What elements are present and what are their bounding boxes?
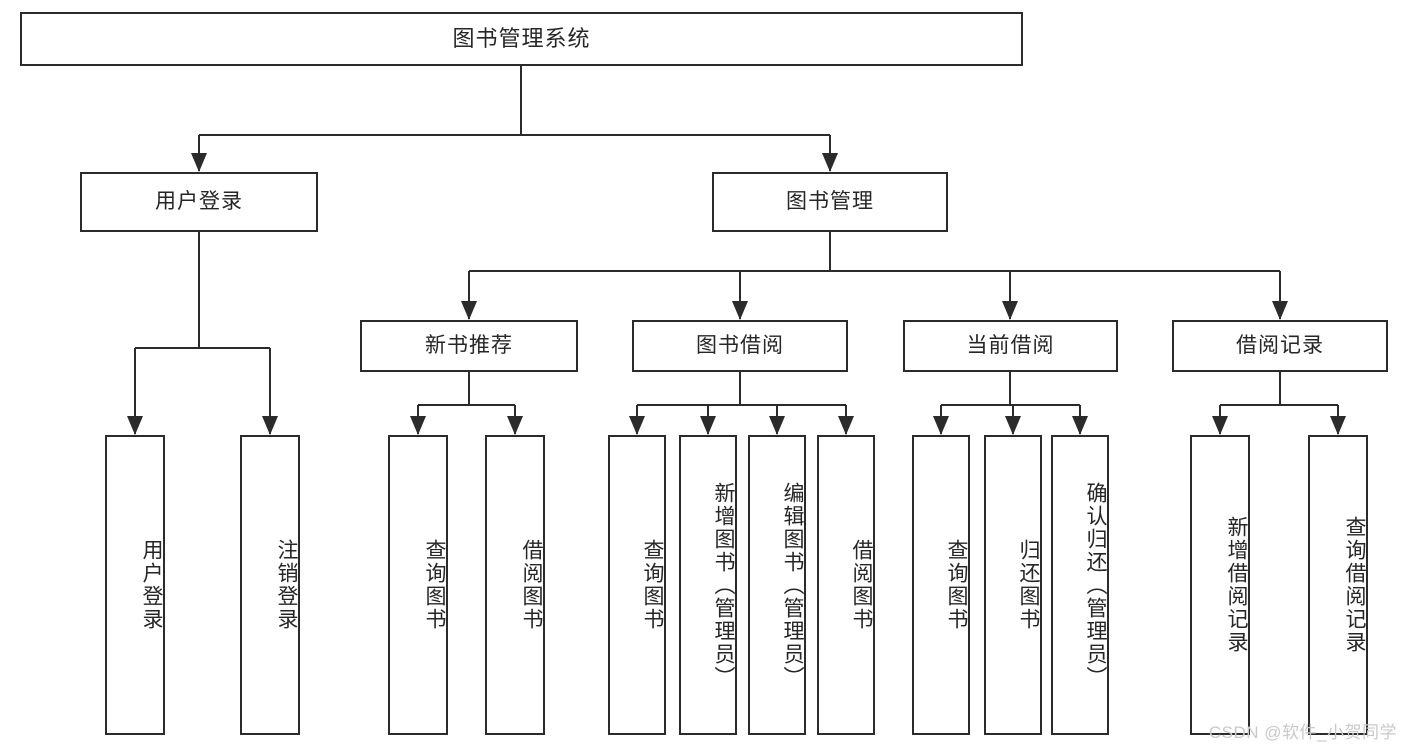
node-leaf-query-record[interactable]: 查询借阅记录 [1308, 435, 1368, 735]
node-label: 查询图书 [945, 539, 968, 631]
node-book-manage[interactable]: 图书管理 [712, 172, 948, 232]
node-label: 确认归还（管理员） [1084, 481, 1107, 689]
arrow-icon-recommend-bus-0 [410, 416, 426, 435]
node-label: 归还图书 [1017, 539, 1040, 631]
node-label: 编辑图书（管理员） [781, 481, 804, 689]
node-label: 新增借阅记录 [1225, 516, 1248, 654]
node-leaf-confirm-return[interactable]: 确认归还（管理员） [1051, 435, 1109, 735]
node-leaf-logout[interactable]: 注销登录 [240, 435, 300, 735]
arrow-icon-root-bus-1 [822, 153, 838, 172]
node-label: 借阅图书 [850, 539, 873, 631]
node-label: 借阅记录 [1236, 334, 1324, 358]
arrow-icon-recommend-bus-1 [507, 416, 523, 435]
node-label: 当前借阅 [966, 334, 1055, 358]
node-label: 新书推荐 [425, 334, 513, 358]
node-label: 查询借阅记录 [1343, 516, 1366, 654]
arrow-icon-borrow-bus-3 [838, 416, 854, 435]
node-label: 注销登录 [275, 539, 298, 631]
arrow-icon-borrow-bus-2 [769, 416, 785, 435]
node-label: 查询图书 [641, 539, 664, 631]
node-leaf-user-login[interactable]: 用户登录 [105, 435, 165, 735]
arrow-icon-bookmanage-bus-2 [1002, 301, 1018, 320]
node-leaf-borrow-book-1[interactable]: 借阅图书 [485, 435, 545, 735]
arrow-icon-bookmanage-bus-0 [461, 301, 477, 320]
arrow-icon-current-bus-2 [1072, 416, 1088, 435]
arrow-icon-borrow-bus-0 [629, 416, 645, 435]
node-current-borrow[interactable]: 当前借阅 [903, 320, 1118, 372]
node-root[interactable]: 图书管理系统 [20, 12, 1023, 66]
node-label: 查询图书 [423, 539, 446, 631]
arrow-icon-userlogin-bus-0 [127, 416, 143, 435]
arrow-icon-borrow-bus-1 [700, 416, 716, 435]
node-label: 图书借阅 [696, 334, 784, 358]
arrow-icon-bookmanage-bus-3 [1272, 301, 1288, 320]
node-leaf-edit-book[interactable]: 编辑图书（管理员） [748, 435, 806, 735]
node-label: 图书管理系统 [452, 25, 591, 51]
node-new-book-recommend[interactable]: 新书推荐 [360, 320, 578, 372]
node-label: 新增图书（管理员） [712, 481, 735, 689]
node-leaf-return-book[interactable]: 归还图书 [984, 435, 1042, 735]
arrow-icon-root-bus-0 [191, 153, 207, 172]
arrow-icon-record-bus-1 [1330, 416, 1346, 435]
node-leaf-add-book[interactable]: 新增图书（管理员） [679, 435, 737, 735]
node-leaf-query-book-2[interactable]: 查询图书 [608, 435, 666, 735]
arrow-icon-userlogin-bus-1 [262, 416, 278, 435]
node-book-borrow[interactable]: 图书借阅 [632, 320, 848, 372]
arrow-icon-current-bus-1 [1005, 416, 1021, 435]
arrow-icon-current-bus-0 [933, 416, 949, 435]
node-leaf-add-record[interactable]: 新增借阅记录 [1190, 435, 1250, 735]
node-label: 借阅图书 [520, 539, 543, 631]
node-user-login[interactable]: 用户登录 [80, 172, 318, 232]
node-borrow-record[interactable]: 借阅记录 [1172, 320, 1388, 372]
node-leaf-query-book-1[interactable]: 查询图书 [388, 435, 448, 735]
arrow-icon-record-bus-0 [1212, 416, 1228, 435]
node-leaf-borrow-book-2[interactable]: 借阅图书 [817, 435, 875, 735]
watermark: CSDN @软件_小贺同学 [1208, 723, 1397, 742]
node-label: 用户登录 [155, 190, 243, 214]
node-label: 用户登录 [140, 539, 163, 631]
node-label: 图书管理 [786, 190, 874, 214]
arrow-icon-bookmanage-bus-1 [732, 301, 748, 320]
node-leaf-query-book-3[interactable]: 查询图书 [912, 435, 970, 735]
